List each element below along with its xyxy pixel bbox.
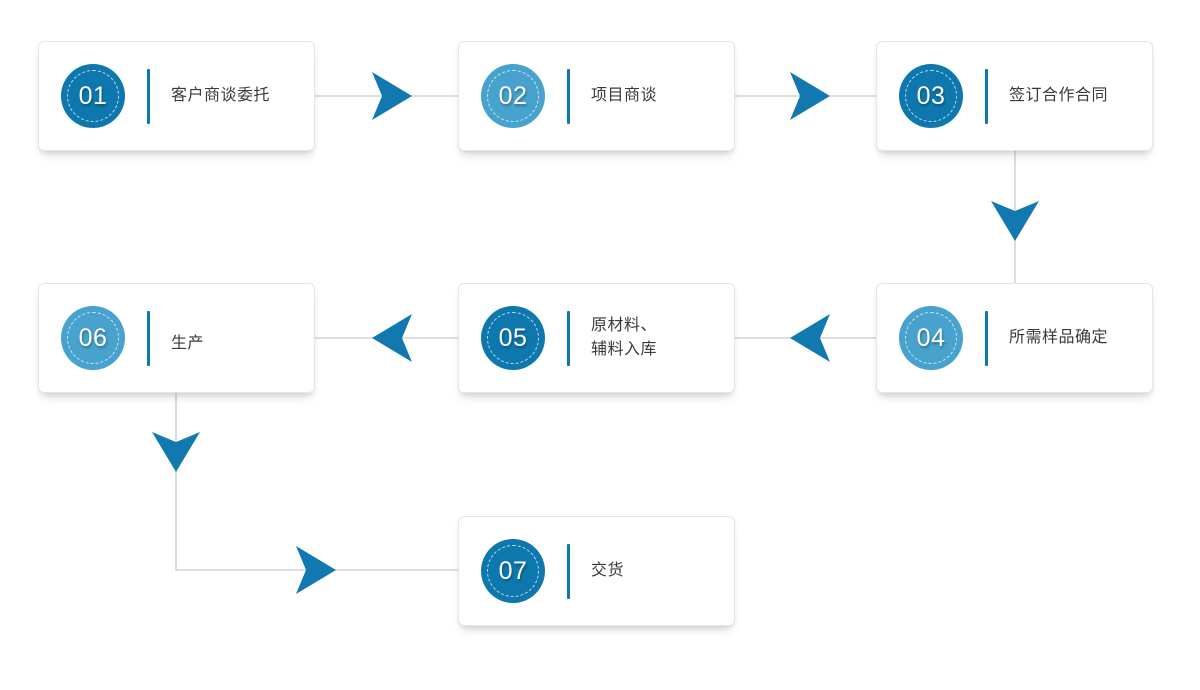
card-divider bbox=[567, 68, 570, 124]
step-card-04[interactable]: 04 所需样品确定 bbox=[876, 283, 1153, 393]
step-label-01: 客户商谈委托 bbox=[171, 87, 271, 104]
step-card-07-content: 07 交货 bbox=[459, 539, 734, 603]
arrowhead-right-icon bbox=[296, 546, 336, 594]
connector-05-to-06 bbox=[315, 314, 458, 362]
step-number-06: 06 bbox=[78, 323, 108, 352]
step-number-05: 05 bbox=[498, 323, 528, 352]
card-divider bbox=[567, 310, 570, 366]
arrowhead-left-icon bbox=[372, 314, 412, 362]
dashed-ring-icon bbox=[487, 545, 539, 597]
connector-03-to-04 bbox=[991, 151, 1039, 288]
connector-01-to-02 bbox=[315, 72, 458, 120]
step-number-04: 04 bbox=[916, 323, 946, 352]
dashed-ring-icon bbox=[67, 70, 119, 122]
step-number-badge-04: 04 bbox=[899, 306, 963, 370]
step-number-badge-05: 05 bbox=[481, 306, 545, 370]
step-number-badge-03: 03 bbox=[899, 64, 963, 128]
step-label-05: 原材料、 辅料入库 bbox=[591, 317, 658, 358]
step-label-03: 签订合作合同 bbox=[1009, 87, 1109, 104]
card-divider bbox=[147, 310, 150, 366]
connector-04-to-05 bbox=[735, 314, 876, 362]
step-label-04: 所需样品确定 bbox=[1009, 329, 1109, 346]
card-divider bbox=[567, 543, 570, 599]
step-number-07: 07 bbox=[498, 556, 528, 585]
step-card-02[interactable]: 02 项目商谈 bbox=[458, 41, 735, 151]
dashed-ring-icon bbox=[67, 312, 119, 364]
arrowhead-down-icon bbox=[152, 432, 200, 472]
dashed-ring-icon bbox=[905, 312, 957, 364]
step-number-badge-02: 02 bbox=[481, 64, 545, 128]
step-card-03-content: 03 签订合作合同 bbox=[877, 64, 1152, 128]
step-card-01-content: 01 客户商谈委托 bbox=[39, 64, 314, 128]
step-number-badge-07: 07 bbox=[481, 539, 545, 603]
step-label-06: 生产 bbox=[171, 335, 205, 352]
dashed-ring-icon bbox=[905, 70, 957, 122]
card-divider bbox=[985, 310, 988, 366]
step-label-07: 交货 bbox=[591, 562, 625, 579]
dashed-ring-icon bbox=[487, 70, 539, 122]
dashed-ring-icon bbox=[487, 312, 539, 364]
step-number-badge-01: 01 bbox=[61, 64, 125, 128]
step-number-01: 01 bbox=[78, 81, 108, 110]
connector-06-to-07 bbox=[152, 393, 458, 594]
connector-02-to-03 bbox=[735, 72, 876, 120]
arrowhead-left-icon bbox=[790, 314, 830, 362]
step-card-07[interactable]: 07 交货 bbox=[458, 516, 735, 626]
step-label-02: 项目商谈 bbox=[591, 87, 658, 104]
step-number-badge-06: 06 bbox=[61, 306, 125, 370]
step-number-02: 02 bbox=[498, 81, 528, 110]
step-card-04-content: 04 所需样品确定 bbox=[877, 306, 1152, 370]
card-divider bbox=[147, 68, 150, 124]
step-number-03: 03 bbox=[916, 81, 946, 110]
step-card-05-content: 05 原材料、 辅料入库 bbox=[459, 306, 734, 370]
step-card-06[interactable]: 06 生产 bbox=[38, 283, 315, 393]
arrowhead-right-icon bbox=[790, 72, 830, 120]
step-card-02-content: 02 项目商谈 bbox=[459, 64, 734, 128]
step-card-05[interactable]: 05 原材料、 辅料入库 bbox=[458, 283, 735, 393]
arrowhead-right-icon bbox=[372, 72, 412, 120]
arrowhead-down-icon bbox=[991, 201, 1039, 241]
step-card-03[interactable]: 03 签订合作合同 bbox=[876, 41, 1153, 151]
step-card-01[interactable]: 01 客户商谈委托 bbox=[38, 41, 315, 151]
step-card-06-content: 06 生产 bbox=[39, 306, 314, 370]
card-divider bbox=[985, 68, 988, 124]
